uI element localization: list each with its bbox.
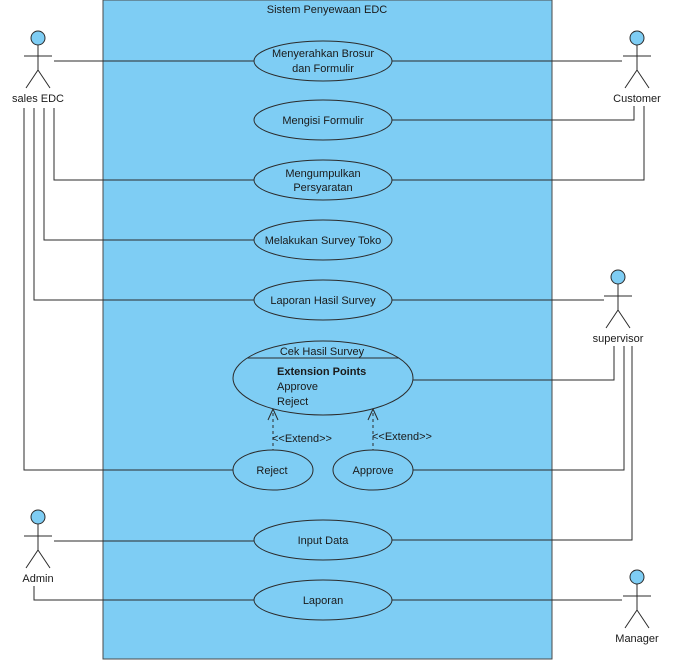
use-case-label: Approve: [353, 465, 394, 477]
actor-label: sales EDC: [12, 93, 64, 105]
use-case-laporan[interactable]: Laporan: [253, 579, 393, 621]
use-case-menyerahkan[interactable]: Menyerahkan Brosur dan Formulir: [253, 40, 393, 82]
use-case-label: Laporan Hasil Survey: [270, 295, 376, 307]
assoc-supervisor-cek: [412, 346, 615, 381]
use-case-approve[interactable]: Approve: [332, 449, 414, 491]
use-case-label: Persyaratan: [293, 182, 352, 194]
use-case-label: Laporan: [303, 595, 343, 607]
assoc-sales-mengumpulkan: [53, 108, 254, 181]
use-case-label: Mengisi Formulir: [282, 115, 364, 127]
system-title: Sistem Penyewaan EDC: [267, 4, 387, 16]
actor-customer[interactable]: Customer: [613, 30, 661, 105]
assoc-sales-laporan-hasil: [33, 108, 254, 301]
assoc-sales-survey-toko: [43, 108, 254, 241]
use-case-mengisi[interactable]: Mengisi Formulir: [253, 99, 393, 141]
use-case-label: Mengumpulkan: [285, 168, 360, 180]
use-case-label: dan Formulir: [292, 63, 354, 75]
assoc-customer-mengumpulkan: [392, 106, 645, 181]
extend-reject-label: <<Extend>>: [272, 433, 332, 445]
assoc-supervisor-input: [392, 346, 633, 541]
use-case-mengumpulkan[interactable]: Mengumpulkan Persyaratan: [253, 159, 393, 201]
actor-label: Customer: [613, 93, 661, 105]
use-case-laporan-hasil[interactable]: Laporan Hasil Survey: [253, 279, 393, 321]
use-case-label: Menyerahkan Brosur: [272, 48, 374, 60]
actor-label: supervisor: [593, 333, 644, 345]
extend-relations: <<Extend>> <<Extend>>: [267, 407, 432, 452]
use-case-survey-toko[interactable]: Melakukan Survey Toko: [253, 219, 393, 261]
actor-sales-edc[interactable]: sales EDC: [12, 30, 64, 105]
use-case-label: Reject: [256, 465, 287, 477]
assoc-sales-reject: [23, 108, 234, 471]
use-case-label: Input Data: [298, 535, 350, 547]
extension-points-title: Extension Points: [277, 366, 366, 378]
use-case-label: Cek Hasil Survey: [280, 346, 365, 358]
use-case-cek-hasil[interactable]: Cek Hasil Survey Extension Points Approv…: [232, 340, 414, 416]
associations: [23, 60, 645, 601]
actor-admin[interactable]: Admin: [22, 509, 54, 585]
use-case-input-data[interactable]: Input Data: [253, 519, 393, 561]
extend-approve-label: <<Extend>>: [372, 431, 432, 443]
actor-label: Admin: [22, 573, 53, 585]
use-case-label: Melakukan Survey Toko: [265, 235, 382, 247]
actor-manager[interactable]: Manager: [615, 569, 659, 645]
assoc-supervisor-approve: [412, 346, 625, 471]
extension-point-approve: Approve: [277, 381, 318, 393]
actor-label: Manager: [615, 633, 659, 645]
assoc-admin-laporan: [33, 586, 254, 601]
assoc-customer-mengisi: [392, 106, 635, 121]
actor-supervisor[interactable]: supervisor: [593, 269, 644, 345]
extension-point-reject: Reject: [277, 396, 308, 408]
use-case-reject[interactable]: Reject: [232, 449, 314, 491]
